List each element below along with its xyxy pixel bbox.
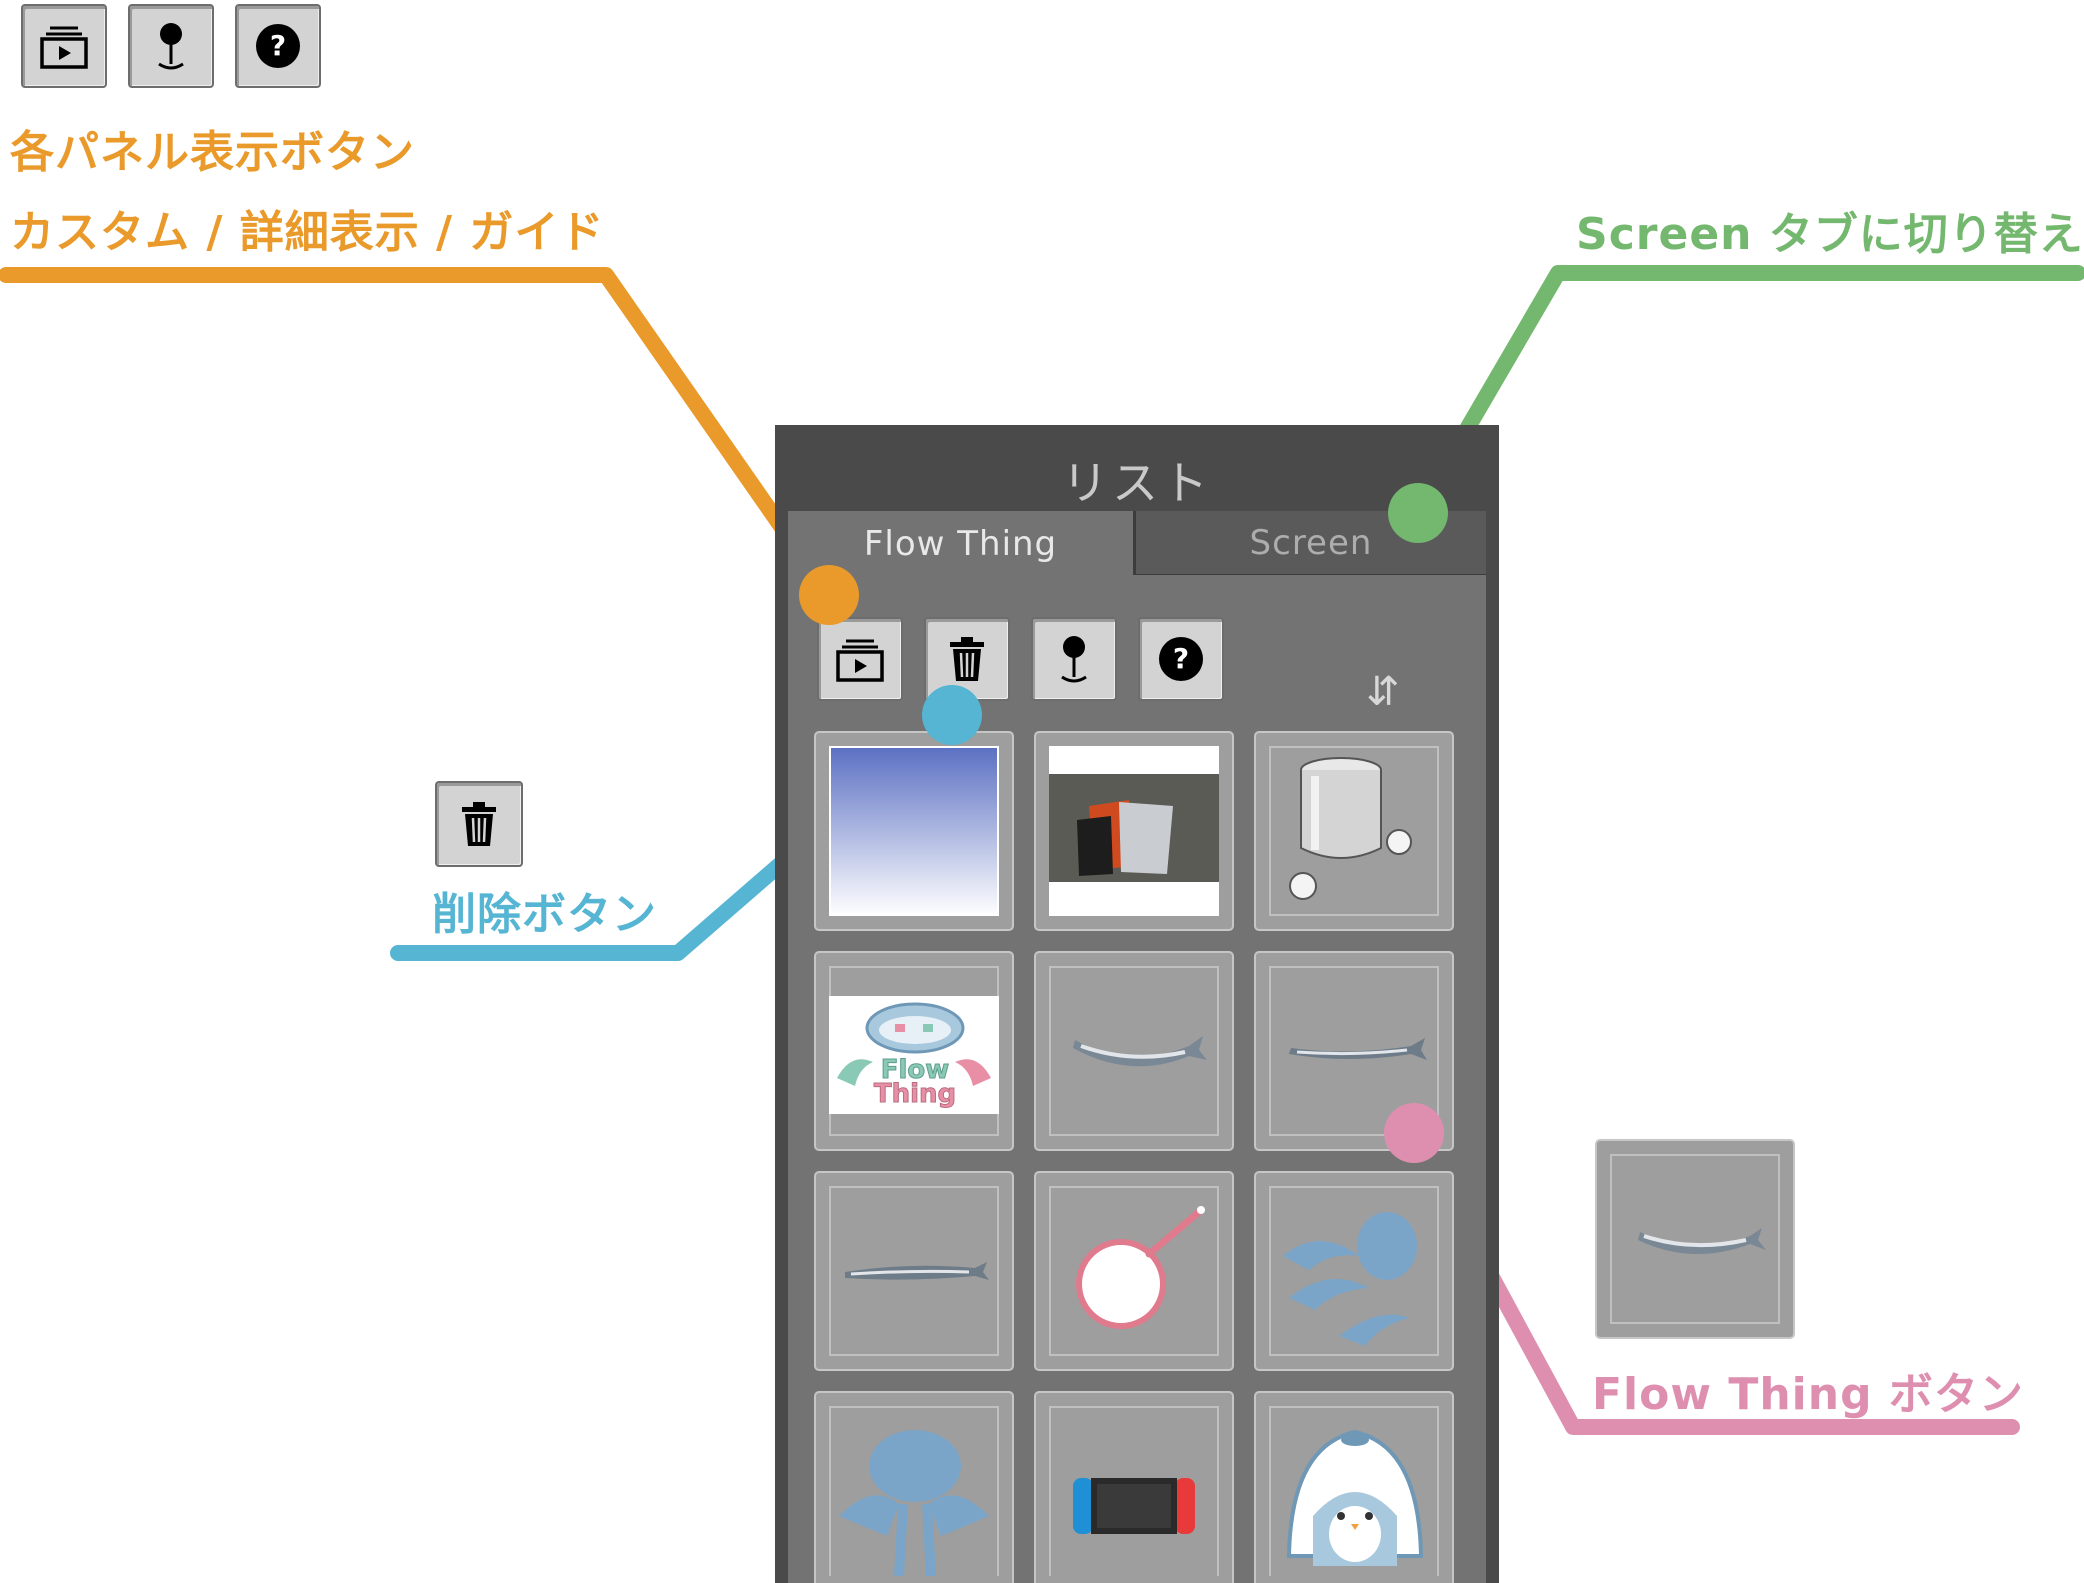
pin-icon — [1061, 636, 1087, 683]
delete-button-note: 削除ボタン — [432, 889, 657, 940]
svg-text:Thing: Thing — [874, 1079, 956, 1109]
penguin-thumbnail — [1286, 1429, 1424, 1566]
legend-help-button: ? — [235, 4, 321, 88]
custom-panel-button[interactable] — [817, 617, 903, 701]
game-console-thumbnail — [1073, 1478, 1195, 1534]
blue-dot — [922, 685, 982, 745]
trash-icon — [462, 802, 496, 846]
help-icon: ? — [1159, 637, 1203, 681]
flowthing-item[interactable] — [1254, 1391, 1454, 1583]
help-icon: ? — [256, 24, 300, 68]
flowthing-button-note: Flow Thing ボタン — [1592, 1369, 2024, 1420]
tab-flow-thing[interactable]: Flow Thing — [788, 511, 1133, 577]
fish-icon — [1638, 1228, 1766, 1255]
svg-text:?: ? — [1173, 642, 1189, 675]
jellyfish-thumbnail — [1283, 1212, 1417, 1346]
flowthing-item[interactable] — [1034, 1391, 1234, 1583]
pin-icon — [158, 23, 184, 70]
legend-pin-button — [128, 4, 214, 88]
pin-button[interactable] — [1031, 617, 1117, 701]
flow-thing-logo-thumbnail: Flow Thing — [829, 996, 999, 1114]
trash-icon — [950, 637, 984, 681]
flowthing-item[interactable] — [814, 731, 1014, 931]
orange-leader-line — [0, 267, 837, 603]
pink-dot — [1384, 1103, 1444, 1163]
flowthing-item[interactable] — [1254, 1171, 1454, 1371]
flowthing-item[interactable] — [814, 1391, 1014, 1583]
panel-buttons-title: 各パネル表示ボタン — [10, 127, 415, 178]
delete-button[interactable] — [924, 617, 1010, 701]
help-button[interactable]: ? — [1138, 617, 1224, 701]
frying-pan-thumbnail — [1076, 1206, 1205, 1329]
panel-title: リスト — [1062, 456, 1212, 510]
flowthing-item[interactable]: Flow Thing — [814, 951, 1014, 1151]
green-dot — [1388, 483, 1448, 543]
fish-thumbnail — [1073, 1036, 1207, 1067]
orange-dot — [799, 565, 859, 625]
bucket-thumbnail — [1289, 757, 1412, 900]
sort-icon[interactable]: ⇵ — [1366, 669, 1400, 715]
fish-thumbnail — [845, 1262, 989, 1280]
gradient-thumbnail — [829, 746, 999, 916]
custom-panel-icon — [836, 639, 884, 682]
screen-tab-note: Screen タブに切り替え — [1576, 209, 2084, 260]
jellyfish-thumbnail — [839, 1430, 989, 1576]
flowthing-item[interactable] — [1034, 951, 1234, 1151]
clothes-photo-thumbnail — [1049, 746, 1219, 916]
flowthing-item[interactable] — [814, 1171, 1014, 1371]
legend-delete-button — [435, 781, 523, 867]
svg-text:Flow: Flow — [881, 1055, 950, 1085]
legend-custom-panel-button — [21, 4, 107, 88]
custom-panel-icon — [40, 26, 88, 69]
flowthing-item[interactable] — [1034, 731, 1234, 931]
fish-thumbnail — [1289, 1038, 1427, 1060]
svg-text:?: ? — [270, 29, 286, 62]
legend-flowthing-tile — [1595, 1139, 1795, 1339]
flowthing-item[interactable] — [1034, 1171, 1234, 1371]
flowthing-item[interactable] — [1254, 731, 1454, 931]
panel-buttons-subtitle: カスタム / 詳細表示 / ガイド — [10, 207, 605, 258]
